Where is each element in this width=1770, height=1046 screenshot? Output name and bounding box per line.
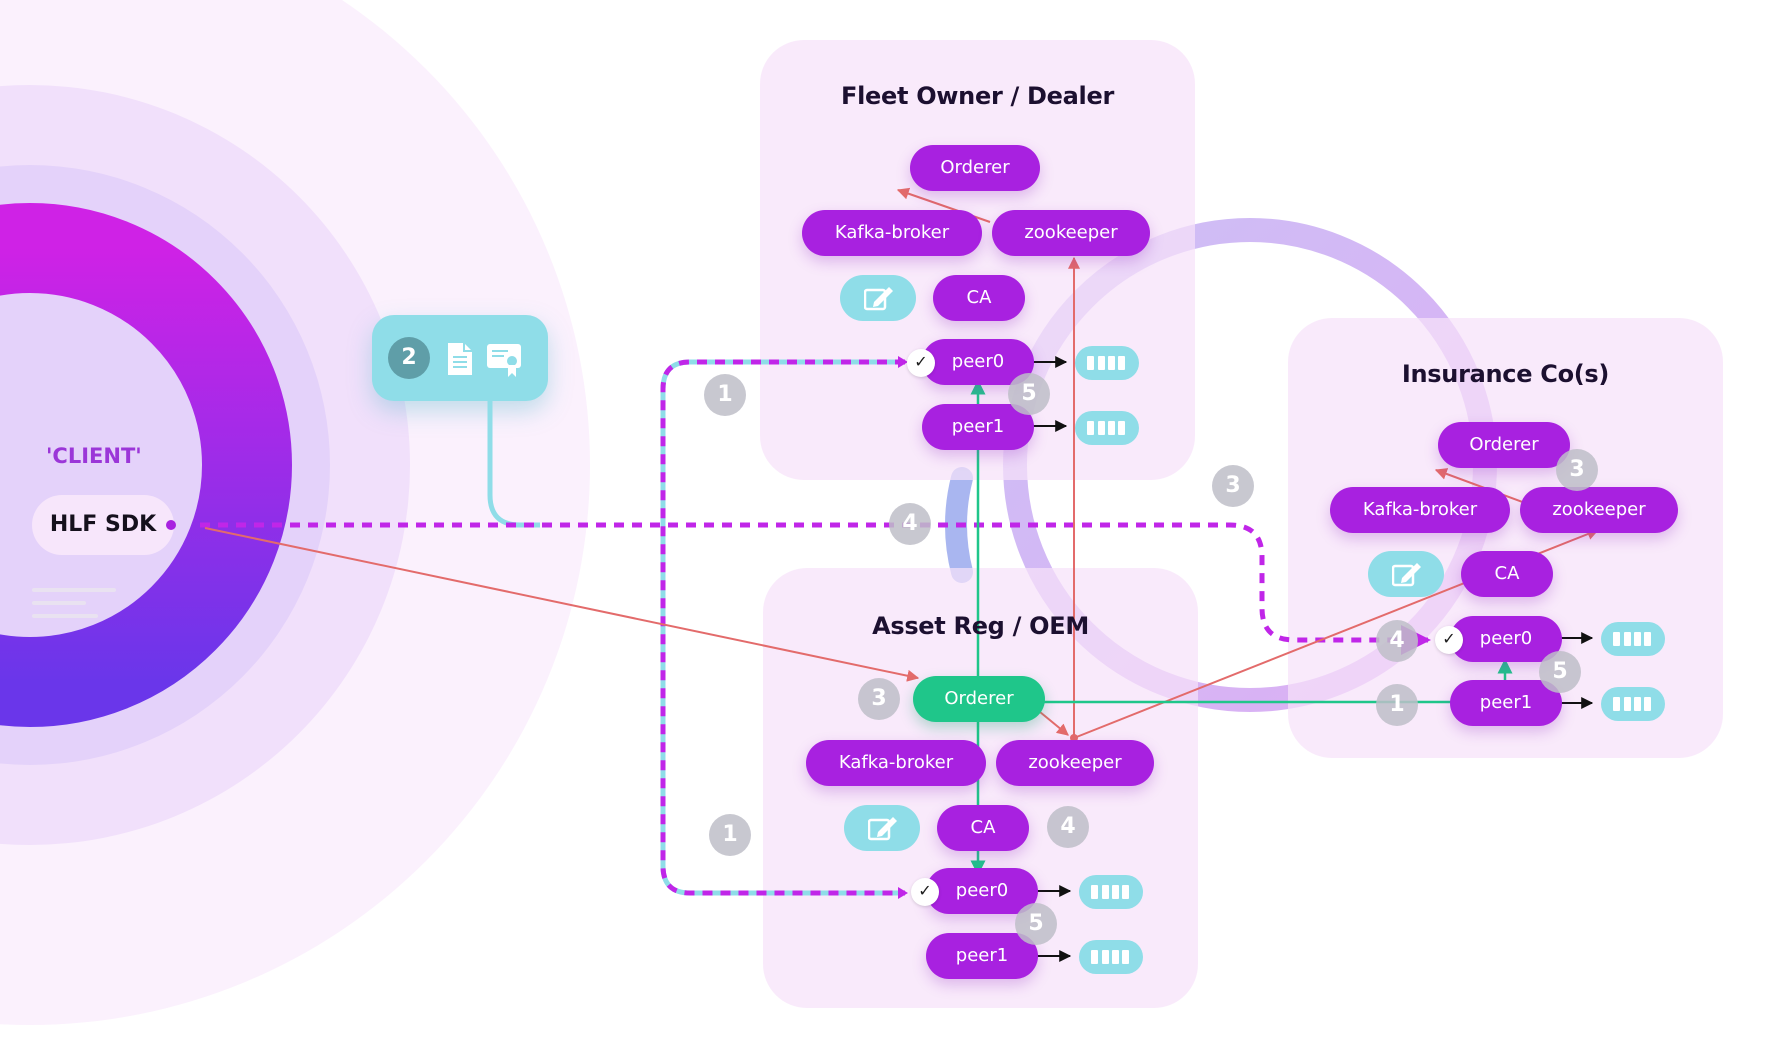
fleet-orderer[interactable]: Orderer [910, 145, 1040, 191]
fleet-kafka-broker[interactable]: Kafka-broker [802, 210, 982, 256]
insurance-peer0-ledger [1601, 622, 1665, 656]
insurance-zookeeper[interactable]: zookeeper [1520, 487, 1678, 533]
hlf-sdk-box[interactable]: HLF SDK [32, 495, 174, 555]
edit-icon [1392, 563, 1421, 587]
insurance-signing-pill [1368, 551, 1444, 597]
org-title-insurance: Insurance Co(s) [1401, 360, 1610, 388]
step-badge-4-insurance: 4 [1376, 620, 1418, 662]
step-badge-4-asset: 4 [1047, 806, 1089, 848]
asset-ca[interactable]: CA [937, 805, 1029, 851]
endorsement-loop-dash [660, 359, 905, 896]
fleet-zookeeper[interactable]: zookeeper [992, 210, 1150, 256]
transaction-connector [487, 400, 540, 528]
insurance-ca[interactable]: CA [1461, 551, 1553, 597]
step-badge-3-asset: 3 [858, 678, 900, 720]
asset-orderer[interactable]: Orderer [913, 676, 1045, 722]
fleet-peer1[interactable]: peer1 [922, 404, 1034, 450]
fleet-signing-pill [840, 275, 916, 321]
step-badge-4-center: 4 [889, 503, 931, 545]
step-badge-5-fleet: 5 [1008, 373, 1050, 415]
sdk-to-orderer-line [204, 527, 920, 682]
step-badge-2: 2 [388, 337, 430, 379]
edit-icon [868, 817, 897, 841]
fleet-peer0-check-icon: ✓ [907, 349, 935, 377]
insurance-orderer[interactable]: Orderer [1438, 422, 1570, 468]
arrow-to-asset-peer0 [898, 887, 908, 899]
placeholder-line [32, 601, 86, 605]
asset-peer1[interactable]: peer1 [926, 933, 1038, 979]
document-icon [448, 343, 472, 375]
asset-peer1-ledger [1079, 940, 1143, 974]
insurance-peer0[interactable]: peer0 [1450, 616, 1562, 662]
insurance-peer0-check-icon: ✓ [1435, 626, 1463, 654]
client-label: 'CLIENT' [46, 444, 142, 468]
placeholder-line [32, 588, 116, 592]
fleet-peer1-ledger [1075, 411, 1139, 445]
transaction-proposal-box: 2 [372, 315, 548, 401]
step-badge-5-asset: 5 [1015, 903, 1057, 945]
asset-peer0-check-icon: ✓ [911, 878, 939, 906]
fleet-ca[interactable]: CA [933, 275, 1025, 321]
orderer-to-zookeeper-line [1039, 711, 1069, 736]
request-flow-line [200, 522, 1431, 655]
insurance-peer1-ledger [1601, 687, 1665, 721]
org-title-asset: Asset Reg / OEM [872, 612, 1089, 640]
asset-kafka-broker[interactable]: Kafka-broker [806, 740, 986, 786]
step-badge-1-asset: 1 [709, 814, 751, 856]
step-badge-1-insurance: 1 [1376, 684, 1418, 726]
fleet-peer0-ledger [1075, 346, 1139, 380]
insurance-peer1[interactable]: peer1 [1450, 680, 1562, 726]
asset-peer0[interactable]: peer0 [926, 868, 1038, 914]
edit-icon [864, 287, 893, 311]
arrow-to-fleet-peer0 [898, 356, 908, 368]
asset-peer0-ledger [1079, 875, 1143, 909]
org-title-fleet: Fleet Owner / Dealer [841, 82, 1114, 110]
sdk-output-dot [166, 520, 176, 530]
step-badge-3-insurance: 3 [1556, 449, 1598, 491]
step-badge-3-center: 3 [1212, 465, 1254, 507]
client-ring [0, 203, 292, 727]
step-badge-5-insurance: 5 [1539, 651, 1581, 693]
placeholder-line [32, 614, 98, 618]
step-badge-1-fleet: 1 [704, 374, 746, 416]
asset-zookeeper[interactable]: zookeeper [996, 740, 1154, 786]
insurance-kafka-broker[interactable]: Kafka-broker [1330, 487, 1510, 533]
asset-signing-pill [844, 805, 920, 851]
certificate-icon [487, 344, 521, 377]
